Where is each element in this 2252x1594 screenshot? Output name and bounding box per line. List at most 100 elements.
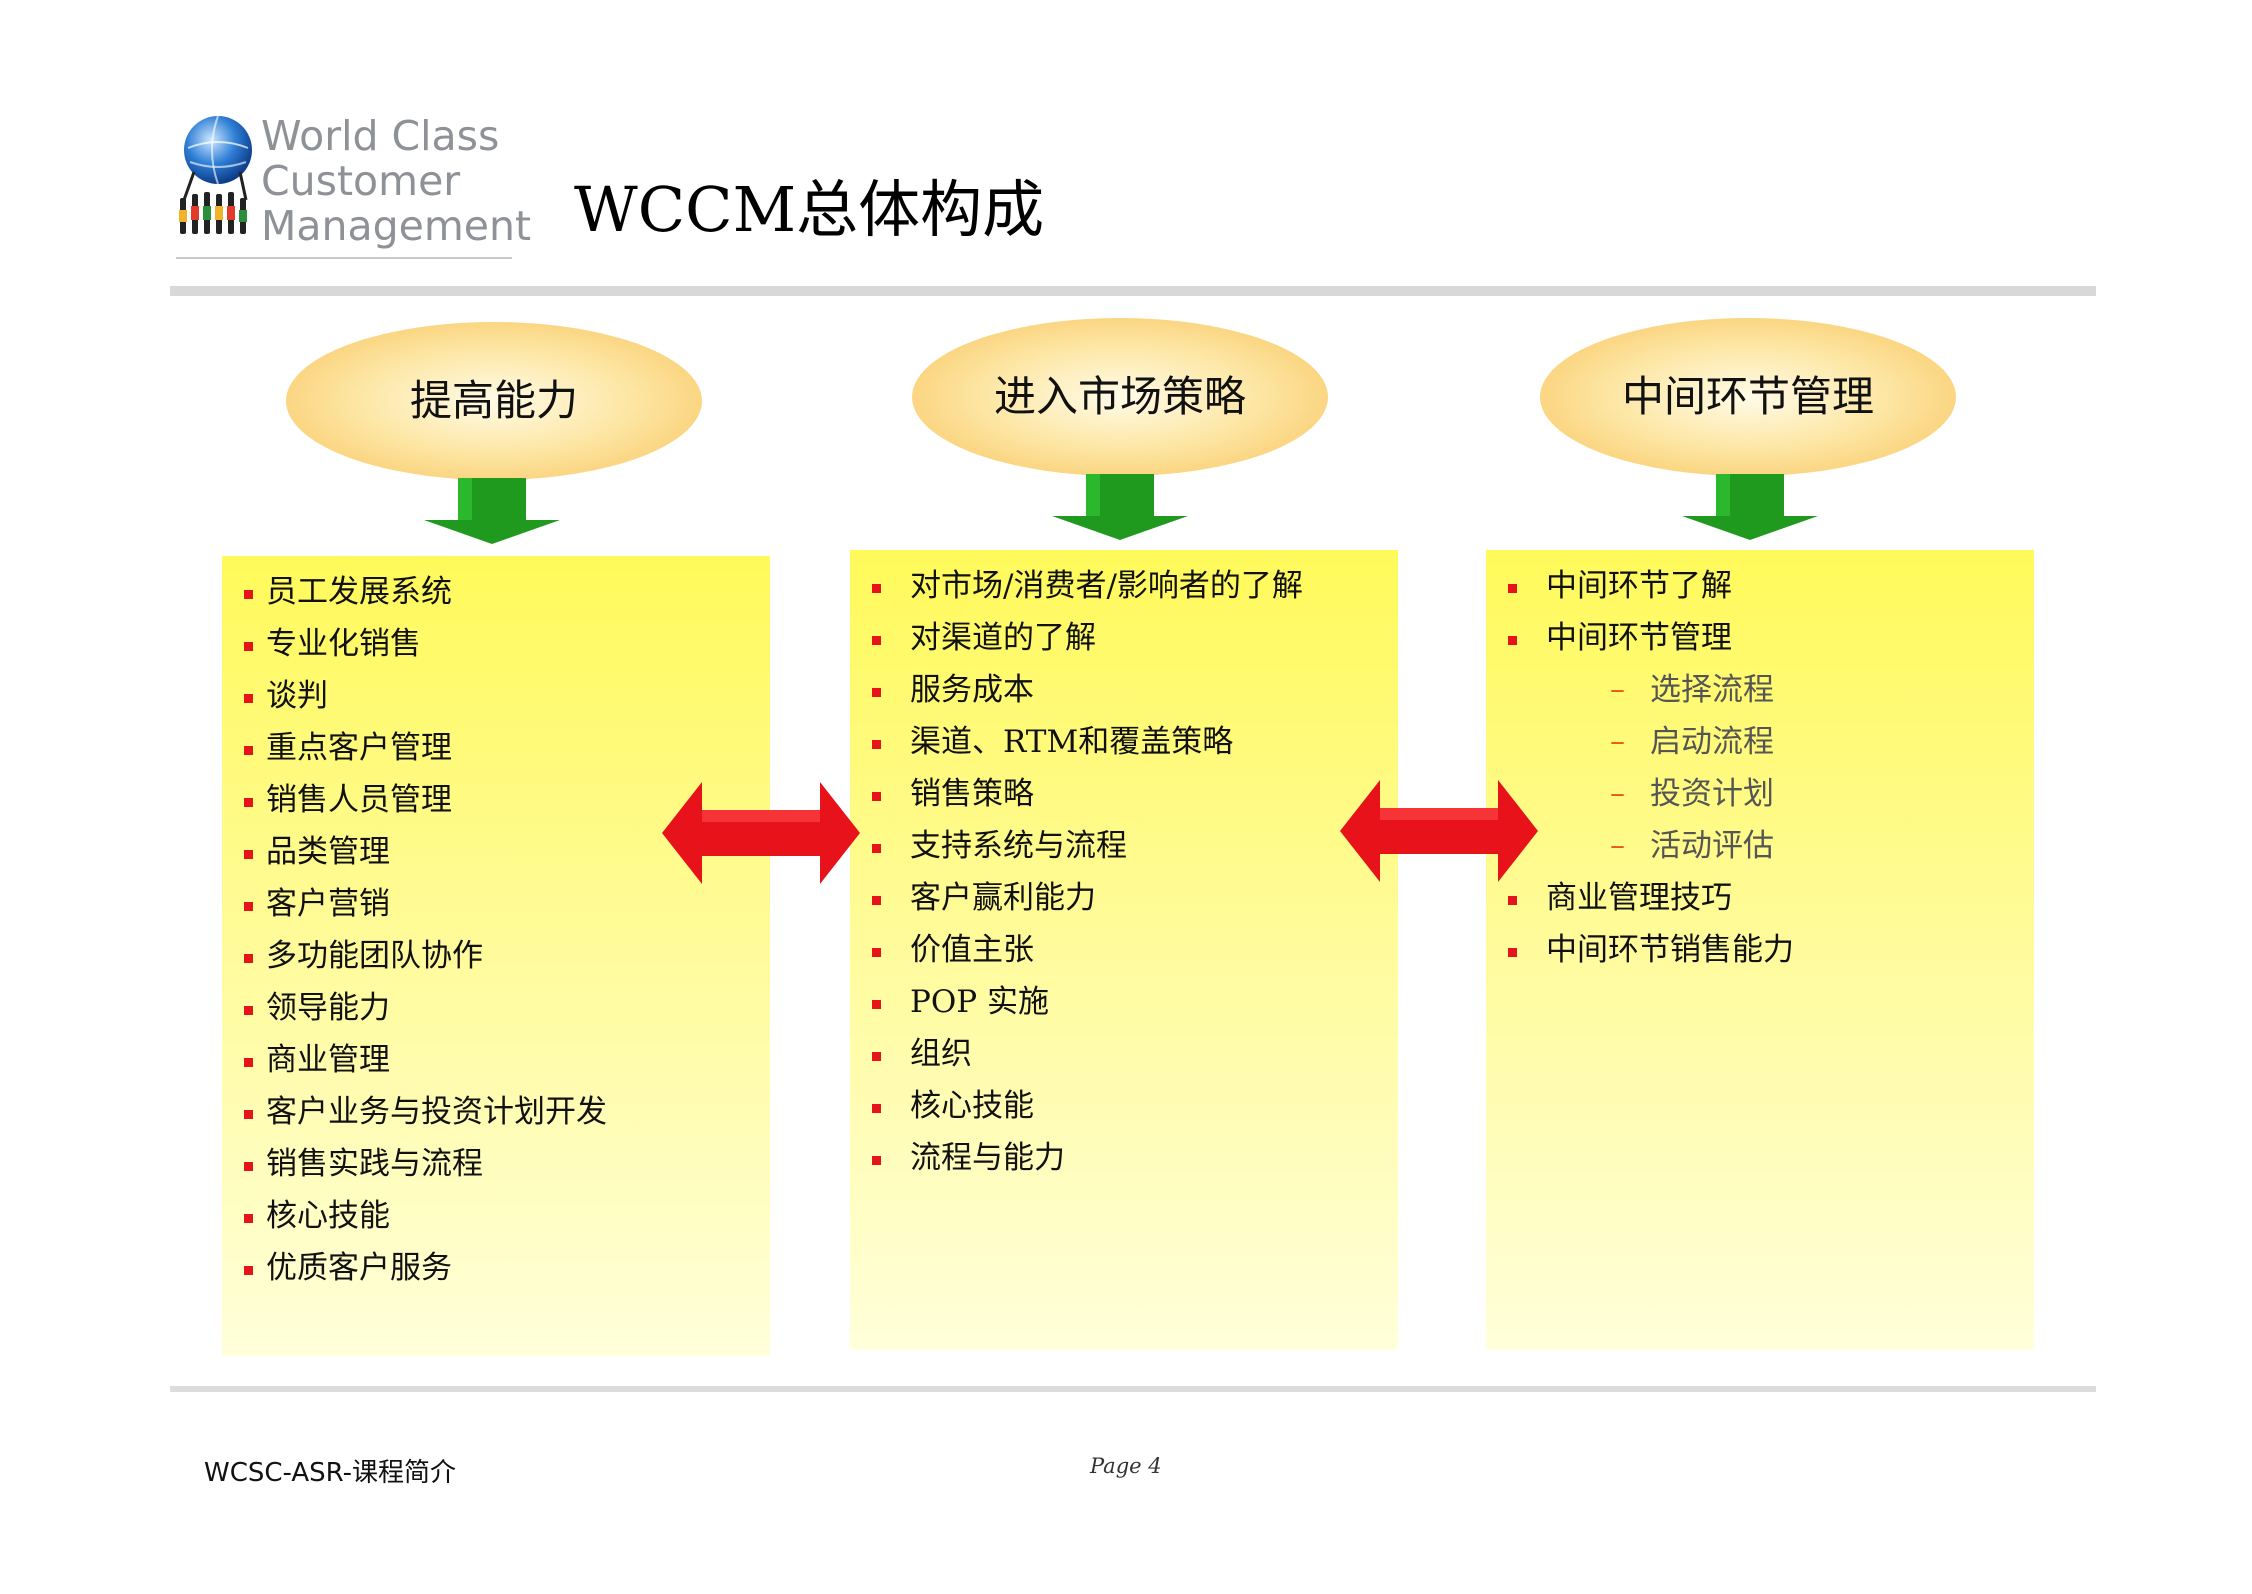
square-bullet-icon (244, 1162, 253, 1171)
item-text: 品类管理 (266, 834, 390, 870)
footer-course-label: WCSC-ASR-课程简介 (204, 1458, 457, 1488)
list-item: 员工发展系统 (222, 566, 770, 618)
square-bullet-icon (872, 688, 881, 697)
panel-go-to-market: 对市场/消费者/影响者的了解 对渠道的了解 服务成本 渠道、RTM和覆盖策略 销… (850, 550, 1398, 1350)
item-text: POP 实施 (910, 984, 1049, 1020)
item-text: 客户赢利能力 (910, 880, 1096, 916)
square-bullet-icon (872, 584, 881, 593)
list-item: 对渠道的了解 (850, 612, 1398, 664)
square-bullet-icon (1508, 896, 1517, 905)
item-text: 渠道、RTM和覆盖策略 (910, 724, 1234, 760)
item-text: 客户营销 (266, 886, 390, 922)
list-item: 品类管理 (222, 826, 770, 878)
sub-marker: – (1610, 672, 1625, 707)
list-item: 中间环节销售能力 (1486, 924, 2034, 976)
square-bullet-icon (872, 1104, 881, 1113)
sub-list-item: –启动流程 (1486, 716, 2034, 768)
down-arrow-icon (1682, 474, 1818, 540)
item-text: 组织 (910, 1036, 972, 1072)
item-list: 对市场/消费者/影响者的了解 对渠道的了解 服务成本 渠道、RTM和覆盖策略 销… (850, 550, 1398, 1184)
item-text: 对渠道的了解 (910, 620, 1096, 656)
oval-header-improve-capability: 提高能力 (286, 322, 702, 480)
item-text: 中间环节管理 (1546, 620, 1732, 656)
list-item: 客户业务与投资计划开发 (222, 1086, 770, 1138)
list-item: 领导能力 (222, 982, 770, 1034)
sub-item-text: 启动流程 (1650, 724, 1774, 760)
list-item: 重点客户管理 (222, 722, 770, 774)
list-item: 渠道、RTM和覆盖策略 (850, 716, 1398, 768)
square-bullet-icon (244, 1266, 253, 1275)
item-text: 销售实践与流程 (266, 1146, 483, 1182)
item-text: 商业管理 (266, 1042, 390, 1078)
panel-improve-capability: 员工发展系统 专业化销售 谈判 重点客户管理 销售人员管理 品类管理 客户营销 … (222, 556, 770, 1356)
item-text: 价值主张 (910, 932, 1034, 968)
list-item: 谈判 (222, 670, 770, 722)
square-bullet-icon (244, 746, 253, 755)
list-item: 销售策略 (850, 768, 1398, 820)
list-item: 组织 (850, 1028, 1398, 1080)
sub-list-item: –活动评估 (1486, 820, 2034, 872)
down-arrow-icon (424, 478, 560, 544)
list-item: 核心技能 (850, 1080, 1398, 1132)
page-title: WCCM总体构成 (574, 173, 1045, 246)
square-bullet-icon (1508, 636, 1517, 645)
square-bullet-icon (244, 1110, 253, 1119)
sub-item-text: 选择流程 (1650, 672, 1774, 708)
list-item: 中间环节管理 (1486, 612, 2034, 664)
panel-intermediary-management: 中间环节了解 中间环节管理 –选择流程 –启动流程 –投资计划 –活动评估 商业… (1486, 550, 2034, 1350)
list-item: 流程与能力 (850, 1132, 1398, 1184)
list-item: 销售人员管理 (222, 774, 770, 826)
item-text: 核心技能 (266, 1198, 390, 1234)
sub-item-text: 投资计划 (1650, 776, 1774, 812)
double-arrow-icon (1340, 780, 1538, 882)
oval-label: 提高能力 (409, 376, 578, 425)
list-item: 客户赢利能力 (850, 872, 1398, 924)
page-number: Page 4 (1090, 1454, 1162, 1478)
square-bullet-icon (872, 948, 881, 957)
item-text: 对市场/消费者/影响者的了解 (910, 568, 1303, 604)
item-text: 销售人员管理 (266, 782, 452, 818)
square-bullet-icon (872, 1052, 881, 1061)
square-bullet-icon (872, 1156, 881, 1165)
logo-wordmark: World Class Customer Management (261, 114, 531, 249)
square-bullet-icon (244, 694, 253, 703)
item-text: 核心技能 (910, 1088, 1034, 1124)
item-list: 中间环节了解 中间环节管理 –选择流程 –启动流程 –投资计划 –活动评估 商业… (1486, 550, 2034, 976)
header-divider (170, 286, 2096, 296)
list-item: 对市场/消费者/影响者的了解 (850, 560, 1398, 612)
item-text: 支持系统与流程 (910, 828, 1127, 864)
list-item: 支持系统与流程 (850, 820, 1398, 872)
square-bullet-icon (244, 590, 253, 599)
square-bullet-icon (244, 850, 253, 859)
square-bullet-icon (872, 896, 881, 905)
logo-line: World Class (261, 112, 500, 160)
square-bullet-icon (872, 740, 881, 749)
list-item: 销售实践与流程 (222, 1138, 770, 1190)
sub-marker: – (1610, 776, 1625, 811)
list-item: POP 实施 (850, 976, 1398, 1028)
item-text: 优质客户服务 (266, 1250, 452, 1286)
list-item: 服务成本 (850, 664, 1398, 716)
oval-label: 进入市场策略 (993, 372, 1246, 421)
square-bullet-icon (244, 1214, 253, 1223)
sub-marker: – (1610, 724, 1625, 759)
list-item: 客户营销 (222, 878, 770, 930)
square-bullet-icon (244, 954, 253, 963)
sub-marker: – (1610, 828, 1625, 863)
square-bullet-icon (1508, 584, 1517, 593)
footer-divider (170, 1386, 2096, 1392)
item-list: 员工发展系统 专业化销售 谈判 重点客户管理 销售人员管理 品类管理 客户营销 … (222, 556, 770, 1294)
item-text: 流程与能力 (910, 1140, 1065, 1176)
square-bullet-icon (244, 902, 253, 911)
sub-list-item: –选择流程 (1486, 664, 2034, 716)
square-bullet-icon (872, 844, 881, 853)
item-text: 客户业务与投资计划开发 (266, 1094, 607, 1130)
oval-header-intermediary-management: 中间环节管理 (1540, 318, 1956, 476)
list-item: 中间环节了解 (1486, 560, 2034, 612)
list-item: 商业管理 (222, 1034, 770, 1086)
list-item: 多功能团队协作 (222, 930, 770, 982)
square-bullet-icon (872, 792, 881, 801)
list-item: 专业化销售 (222, 618, 770, 670)
item-text: 专业化销售 (266, 626, 421, 662)
oval-label: 中间环节管理 (1621, 372, 1874, 421)
